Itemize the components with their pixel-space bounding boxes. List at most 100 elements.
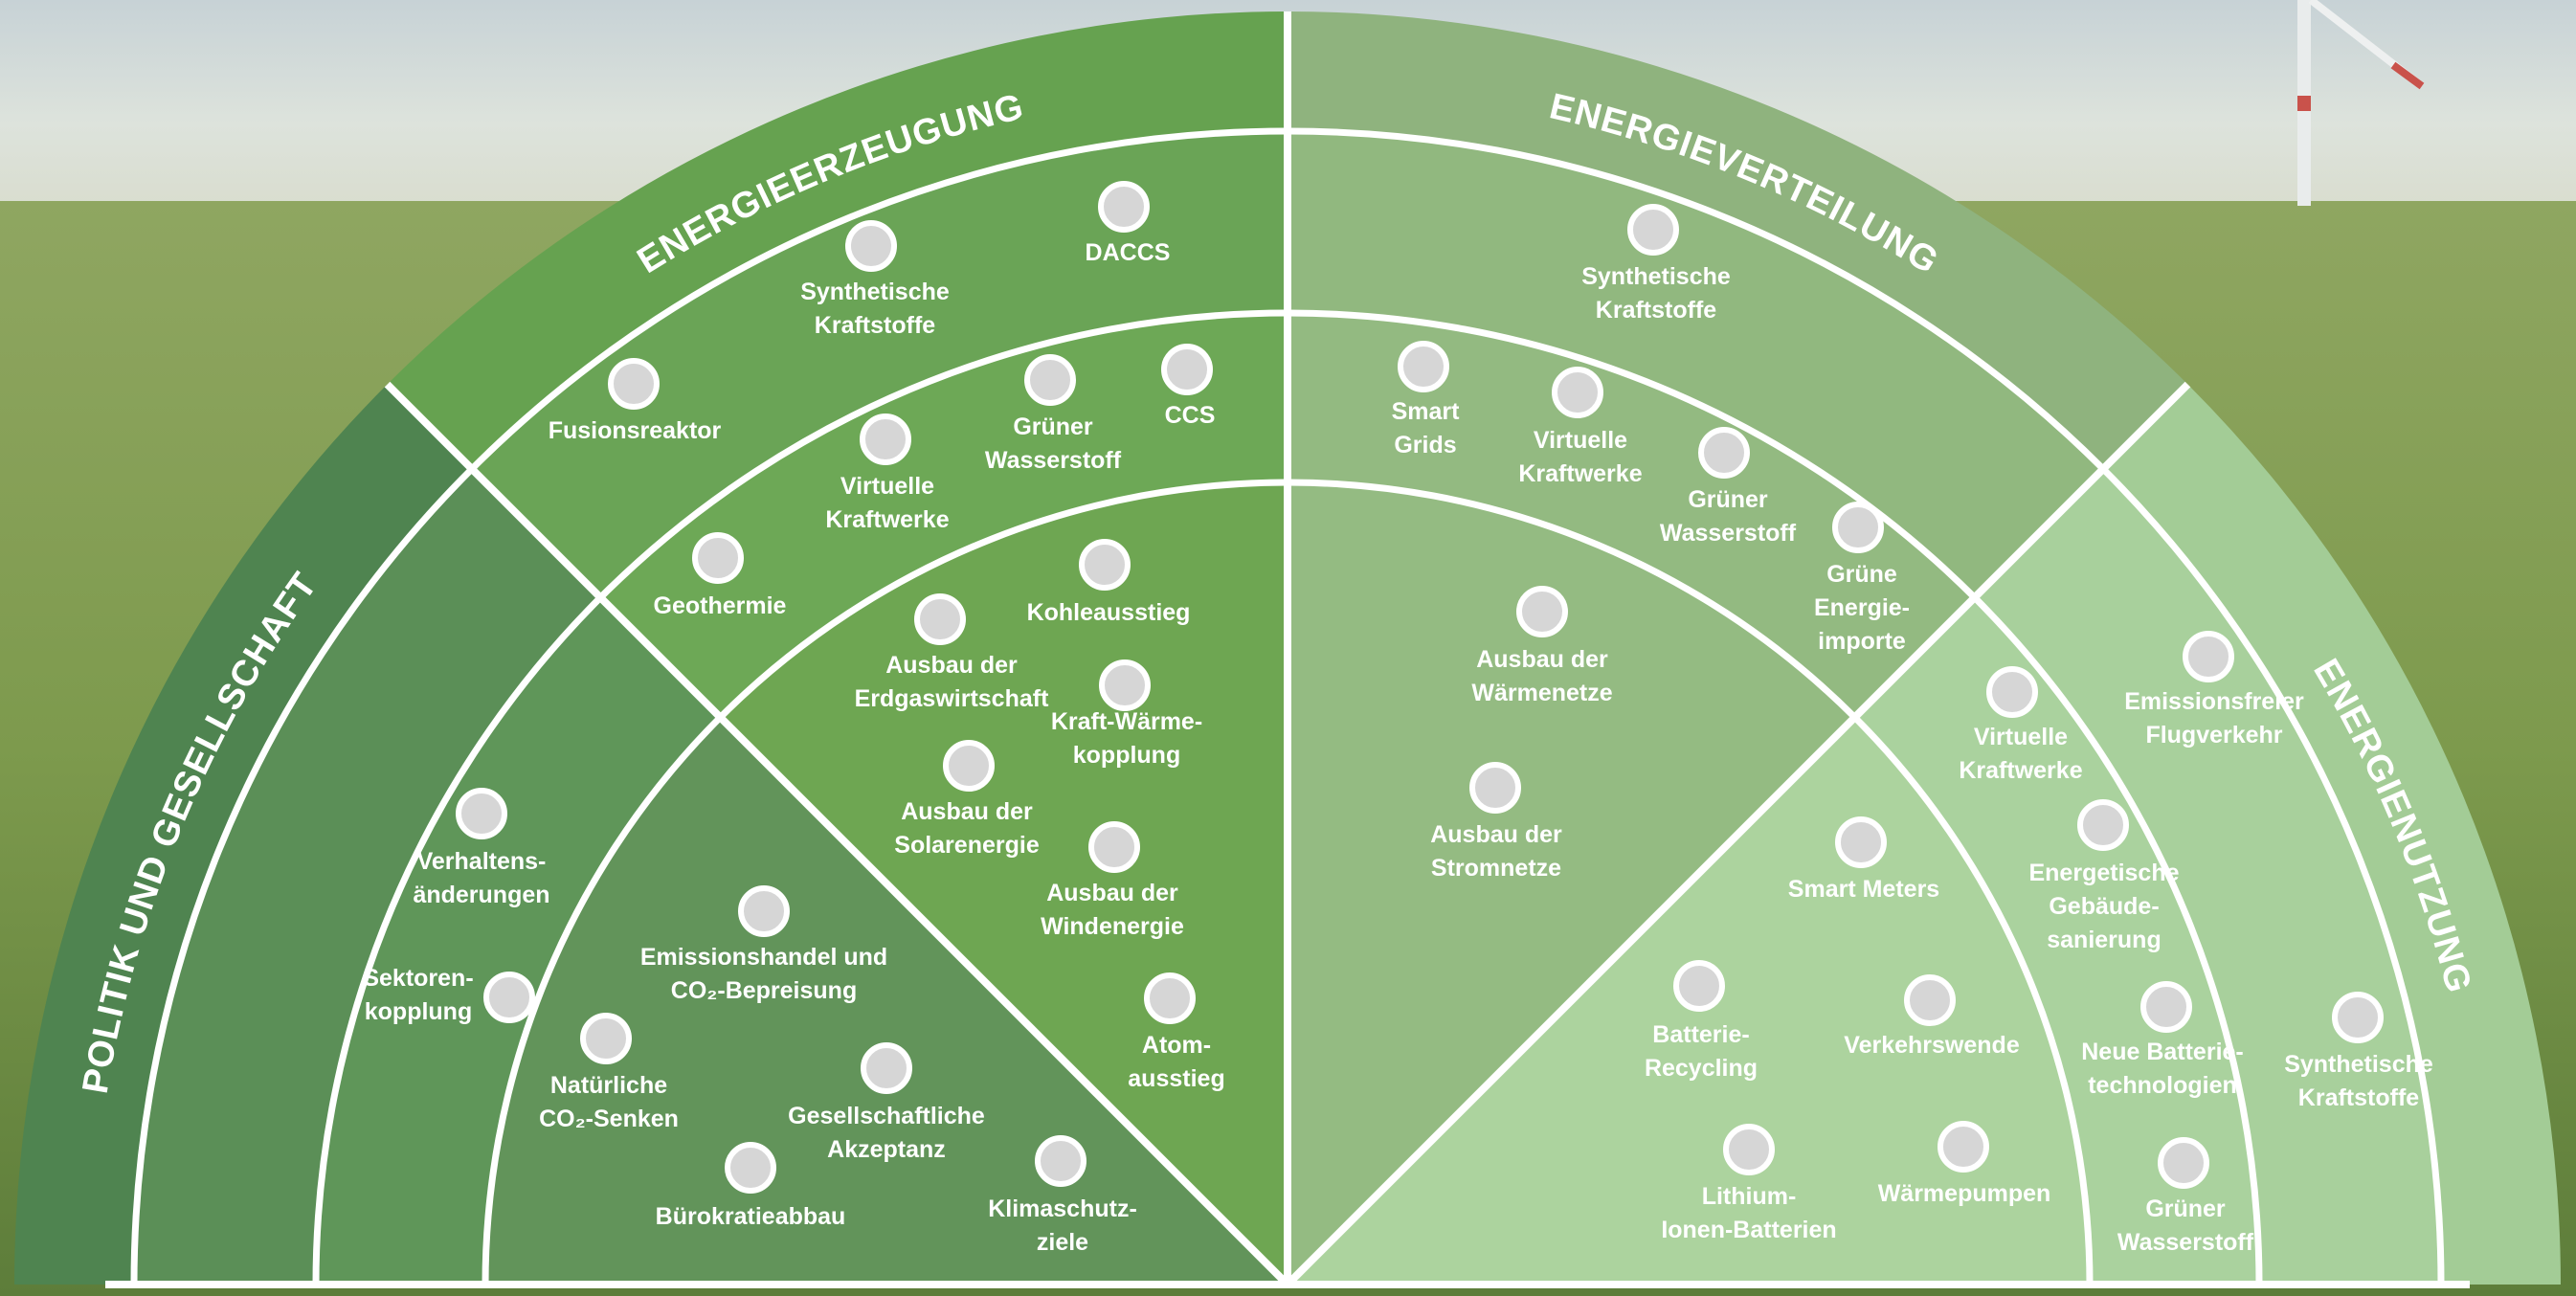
item-marker[interactable]	[1079, 539, 1131, 591]
item-marker[interactable]	[2183, 631, 2234, 682]
wind-turbine-icon	[2297, 0, 2425, 206]
radar-item[interactable]: Lithium-Ionen-Batterien	[1661, 1124, 1837, 1243]
ring-outer-nutzung	[1974, 468, 2441, 1285]
item-marker[interactable]	[1469, 762, 1521, 814]
item-marker[interactable]	[1398, 341, 1449, 392]
radar-item[interactable]: Neue Batterie-technologien	[2081, 981, 2244, 1099]
sector-band-verteilung	[1288, 11, 2188, 469]
item-marker[interactable]	[1835, 816, 1887, 868]
item-label: Lithium-Ionen-Batterien	[1661, 1183, 1836, 1243]
radar-item[interactable]: Fusionsreaktor	[549, 358, 722, 444]
sector-divider	[1285, 381, 2191, 1287]
item-marker[interactable]	[456, 788, 507, 839]
item-label: Bürokratieabbau	[656, 1203, 846, 1230]
item-marker[interactable]	[1516, 586, 1568, 637]
item-marker[interactable]	[1144, 972, 1196, 1024]
item-marker[interactable]	[738, 885, 790, 937]
item-marker[interactable]	[1832, 502, 1884, 553]
item-marker[interactable]	[860, 413, 911, 465]
item-marker[interactable]	[861, 1042, 912, 1094]
item-marker[interactable]	[1673, 960, 1725, 1012]
item-marker[interactable]	[845, 220, 897, 272]
item-marker[interactable]	[1986, 666, 2038, 718]
item-label: Kohleausstieg	[1027, 599, 1191, 626]
item-marker[interactable]	[1161, 344, 1213, 395]
item-marker[interactable]	[608, 358, 660, 410]
item-label: Klimaschutz-ziele	[988, 1195, 1137, 1256]
item-marker[interactable]	[1088, 821, 1140, 873]
sector-band-erzeugung	[387, 11, 1288, 469]
radar-item[interactable]: DACCS	[1086, 181, 1171, 266]
item-marker[interactable]	[483, 972, 535, 1023]
item-marker[interactable]	[580, 1013, 632, 1064]
item-marker[interactable]	[1024, 354, 1076, 406]
radar-item[interactable]: Bürokratieabbau	[656, 1142, 846, 1230]
item-marker[interactable]	[1904, 974, 1956, 1026]
radar-item[interactable]: Smart Meters	[1788, 816, 1939, 903]
item-marker[interactable]	[1627, 204, 1679, 256]
item-marker[interactable]	[2332, 992, 2384, 1043]
ring-outer-verteilung	[1288, 131, 2104, 598]
radar-item[interactable]: Atom-ausstieg	[1128, 972, 1225, 1092]
item-marker[interactable]	[692, 532, 744, 584]
item-label: Sektoren-kopplung	[363, 965, 473, 1025]
item-marker[interactable]	[914, 593, 966, 645]
item-marker[interactable]	[725, 1142, 776, 1194]
item-marker[interactable]	[2158, 1137, 2209, 1189]
radar-item[interactable]: Batterie-Recycling	[1645, 960, 1758, 1082]
item-marker[interactable]	[943, 740, 995, 792]
item-marker[interactable]	[1723, 1124, 1775, 1175]
radar-item[interactable]: Kraft-Wärme-kopplung	[1051, 659, 1202, 769]
radar-item[interactable]: Sektoren-kopplung	[363, 965, 535, 1025]
item-marker[interactable]	[2077, 799, 2129, 851]
radar-item[interactable]: Klimaschutz-ziele	[988, 1135, 1137, 1256]
radar-item[interactable]: Verhaltens-änderungen	[413, 788, 550, 908]
radar-item[interactable]: Geothermie	[654, 532, 787, 619]
item-label: Verkehrswende	[1844, 1032, 2020, 1059]
item-marker[interactable]	[1099, 659, 1151, 711]
item-marker[interactable]	[2140, 981, 2192, 1033]
item-marker[interactable]	[1938, 1121, 1989, 1173]
radar-item[interactable]: Verkehrswende	[1844, 974, 2020, 1059]
item-marker[interactable]	[1698, 427, 1750, 479]
radar-item[interactable]: Wärmepumpen	[1878, 1121, 2051, 1207]
ring-middle-nutzung	[1854, 597, 2259, 1285]
item-marker[interactable]	[1552, 367, 1603, 418]
radar-item[interactable]: Kohleausstieg	[1027, 539, 1191, 626]
item-marker[interactable]	[1035, 1135, 1086, 1187]
item-marker[interactable]	[1098, 181, 1150, 233]
radar-item[interactable]: CCS	[1161, 344, 1215, 429]
